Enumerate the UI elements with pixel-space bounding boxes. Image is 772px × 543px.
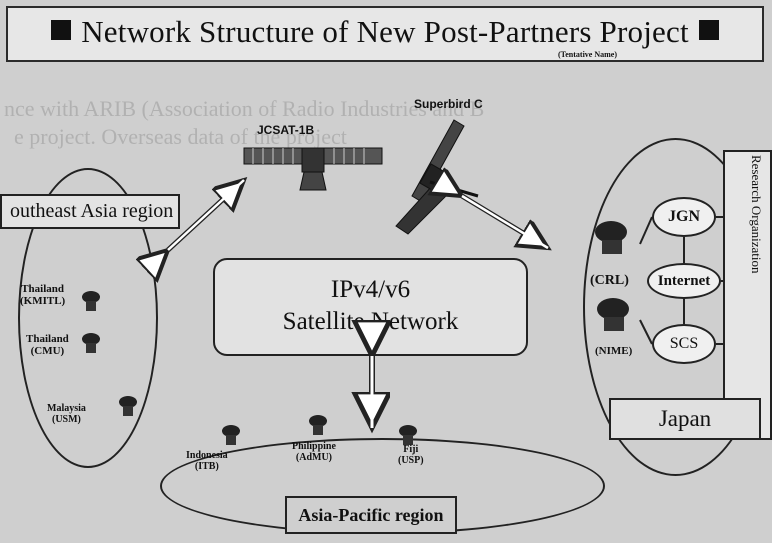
- dish-thailand-cmu-icon: [82, 333, 100, 353]
- site-crl: (CRL): [590, 273, 629, 288]
- site-malaysia-usm: Malaysia(USM): [47, 403, 86, 425]
- dish-thailand-kmitl-icon: [82, 291, 100, 311]
- site-philippine-admu: Philippine(AdMU): [292, 441, 336, 463]
- title-bar: Network Structure of New Post-Partners P…: [6, 6, 764, 62]
- scs-node: SCS: [652, 324, 716, 364]
- japan-box: Japan: [609, 398, 761, 440]
- dish-indonesia-icon: [222, 425, 240, 445]
- scs-label: SCS: [669, 335, 699, 352]
- internet-node: Internet: [647, 263, 721, 299]
- dish-crl-icon: [595, 221, 627, 254]
- superbird-satellite-icon: [395, 119, 479, 235]
- jgn-label: JGN: [668, 208, 700, 225]
- title-square-right-icon: [698, 20, 719, 40]
- asia-pacific-region-label: Asia-Pacific region: [285, 496, 457, 534]
- background-text-2: e project. Overseas data of the project: [14, 124, 347, 149]
- southeast-asia-ellipse: [18, 168, 158, 468]
- network-protocol-label: IPv4/v6: [330, 276, 411, 303]
- japan-label: Japan: [658, 406, 712, 431]
- jgn-node: JGN: [652, 197, 716, 237]
- site-indonesia-itb: Indonesia(ITB): [186, 450, 228, 472]
- title-square-left-icon: [51, 20, 72, 40]
- background-text-1: nce with ARIB (Association of Radio Indu…: [4, 96, 485, 121]
- satellite-jcsat-label: JCSAT-1B: [257, 123, 315, 137]
- satellite-superbird-label: Superbird C: [414, 97, 483, 111]
- page-title-row: Network Structure of New Post-Partners P…: [8, 14, 762, 50]
- dish-malaysia-icon: [119, 396, 137, 416]
- page-title: Network Structure of New Post-Partners P…: [81, 14, 689, 49]
- dish-nime-icon: [597, 298, 629, 331]
- research-organization-label: Research Organization: [749, 155, 764, 274]
- internet-label: Internet: [657, 273, 711, 289]
- site-thailand-kmitl: Thailand(KMITL): [20, 283, 66, 307]
- site-nime: (NIME): [595, 345, 633, 357]
- site-fiji-usp: Fiji(USP): [398, 444, 424, 466]
- dish-philippine-icon: [309, 415, 327, 435]
- dish-fiji-icon: [399, 425, 417, 445]
- title-note: (Tentative Name): [557, 50, 617, 59]
- site-thailand-cmu: Thailand(CMU): [26, 333, 69, 357]
- research-organization-box: [723, 150, 772, 440]
- jcsat-satellite-icon: [243, 147, 383, 191]
